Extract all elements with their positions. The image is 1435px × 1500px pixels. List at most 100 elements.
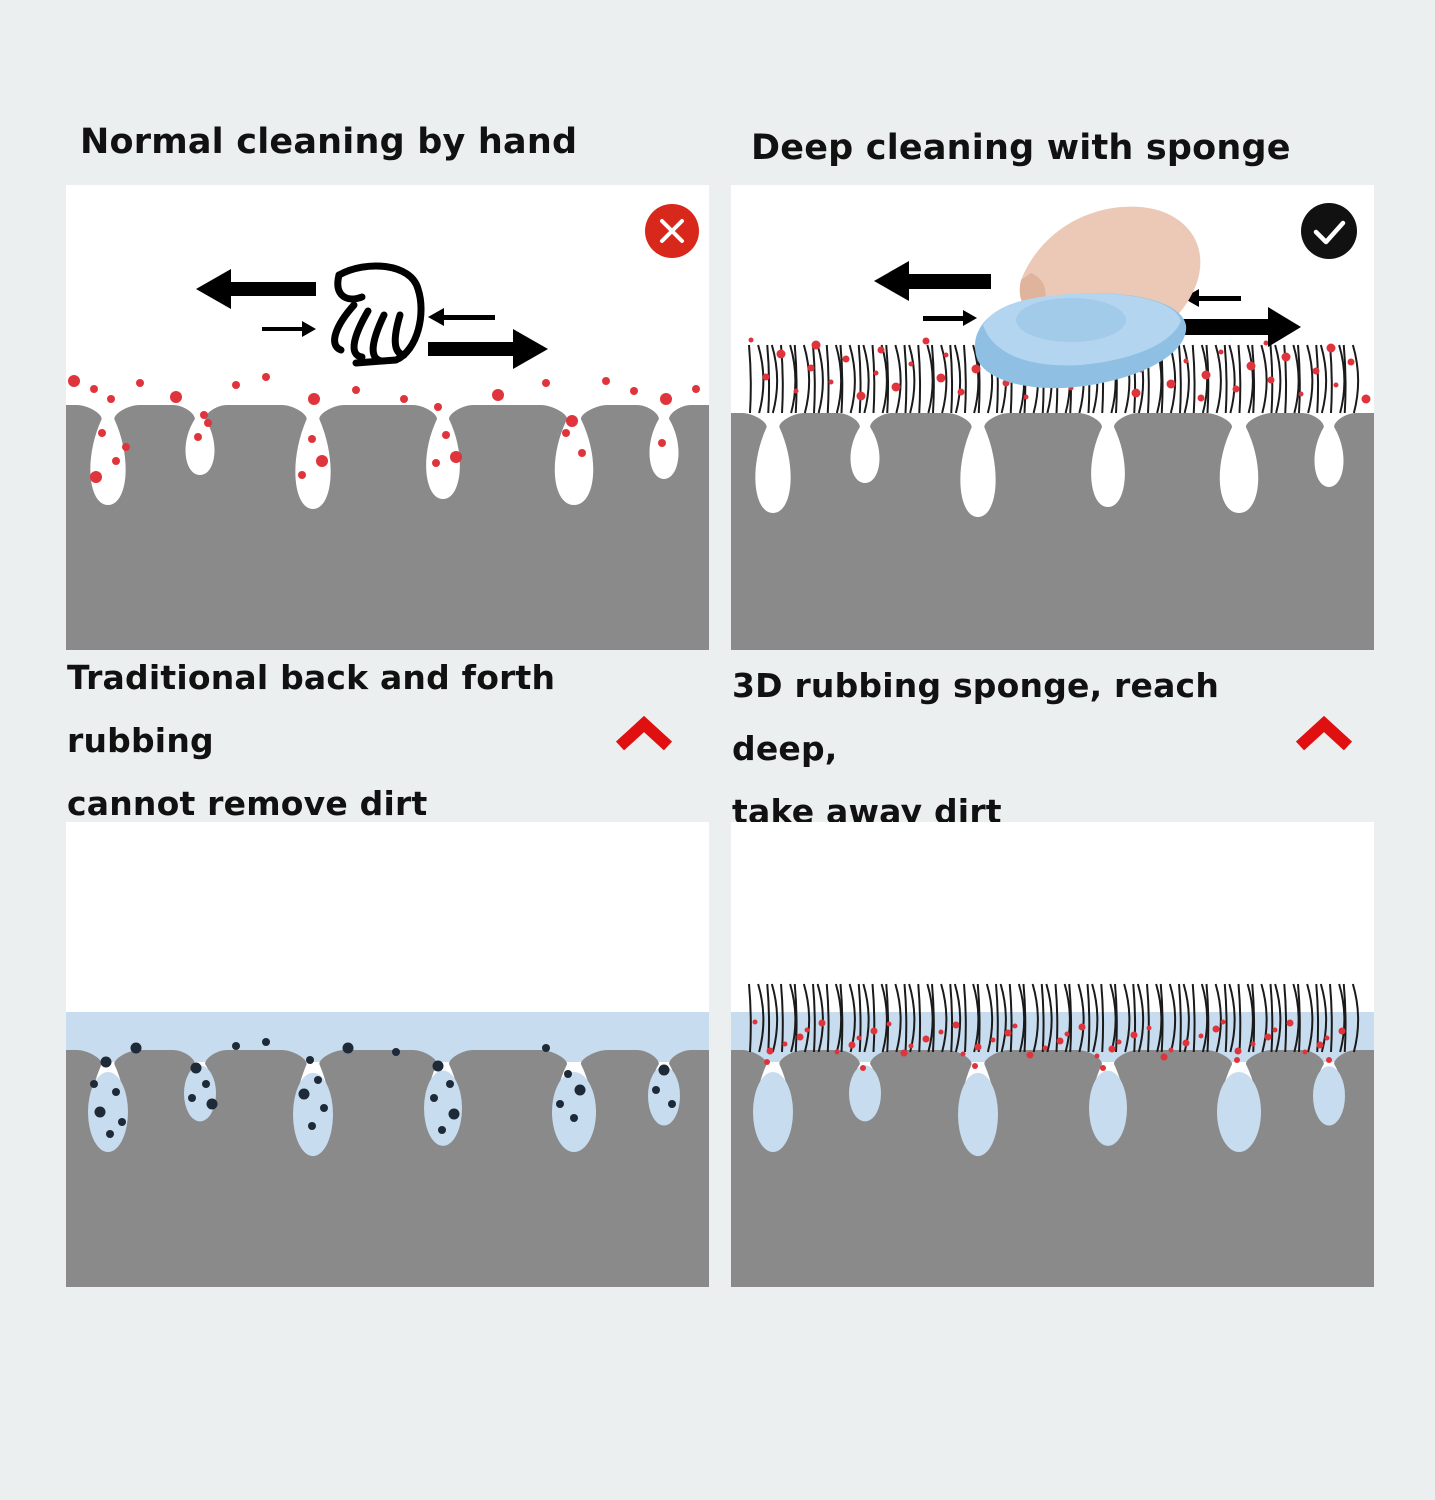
chevron-up-icon: [616, 716, 672, 751]
dirt-particle: [188, 1094, 196, 1102]
bristle: [963, 983, 967, 1053]
left-heading: Normal cleaning by hand: [80, 122, 578, 162]
dirt-particle: [660, 393, 672, 405]
dirt-particle: [1100, 1065, 1106, 1071]
hand-cleaning-panel: [66, 185, 709, 650]
dirt-particle: [776, 349, 786, 359]
dirt-particle: [574, 1084, 586, 1096]
dirt-particle: [320, 1104, 328, 1112]
dirt-particle: [943, 352, 949, 358]
bristle: [917, 983, 922, 1053]
bristle: [1077, 983, 1085, 1053]
dirt-particle: [1130, 1031, 1138, 1039]
bristle: [985, 983, 994, 1053]
bristle: [812, 983, 816, 1053]
dirt-particle: [748, 337, 754, 343]
bristle: [1297, 983, 1301, 1053]
bristle: [995, 983, 999, 1053]
dirt-particle: [1220, 1019, 1226, 1025]
bristle: [894, 344, 902, 414]
bristle: [1191, 983, 1196, 1053]
dirt-particle: [204, 419, 212, 427]
dirt-particle: [891, 382, 901, 392]
hand-cleaning-illustration: [66, 204, 709, 650]
dirt-particle: [578, 449, 586, 457]
bristle: [1297, 344, 1301, 414]
dirt-particle: [1338, 1027, 1346, 1035]
dirt-particle: [392, 1048, 400, 1056]
bristle: [1260, 344, 1268, 414]
dirt-particle: [450, 451, 462, 463]
dirt-particle: [432, 459, 440, 467]
dirt-particle: [232, 381, 240, 389]
dirt-particle: [1272, 1027, 1278, 1033]
dirt-particle: [1218, 349, 1224, 355]
bristle: [1237, 344, 1242, 414]
bristle: [1351, 983, 1360, 1053]
dirt-particle: [130, 1042, 142, 1054]
bristle: [903, 983, 908, 1053]
dirt-particle: [1078, 1023, 1086, 1031]
bristle: [871, 983, 876, 1053]
dirt-remaining-illustration: [66, 1012, 709, 1287]
bristle: [1269, 983, 1274, 1053]
pored-surface: [731, 1050, 1374, 1287]
dirt-particle: [1168, 1047, 1174, 1053]
bristle: [1205, 983, 1210, 1053]
dirt-particle: [692, 385, 700, 393]
dirt-particle: [936, 373, 946, 383]
bristle: [1306, 344, 1314, 414]
sponge-cleaning-panel: [731, 185, 1374, 650]
dirt-particle: [1004, 1029, 1012, 1037]
bristle: [885, 344, 890, 414]
dirt-particle: [1146, 1025, 1152, 1031]
bristle: [926, 344, 934, 414]
dirt-particle: [202, 1080, 210, 1088]
dirt-particle: [972, 1063, 978, 1069]
bristle: [880, 983, 888, 1053]
bristle: [1292, 344, 1300, 414]
dirt-particle: [90, 1080, 98, 1088]
dirt-particle: [68, 375, 80, 387]
bristle: [839, 983, 844, 1053]
sponge-cleaning-illustration: [731, 203, 1374, 650]
pore-water: [648, 1066, 680, 1126]
bristle: [1054, 983, 1059, 1053]
dirt-particle: [1347, 358, 1355, 366]
dirt-particle: [752, 1019, 758, 1025]
bristle: [1114, 983, 1118, 1053]
hand-icon: [331, 262, 425, 367]
dirt-particle: [1056, 1037, 1064, 1045]
dirt-particle: [873, 370, 879, 376]
dirt-particle: [316, 455, 328, 467]
pore-water: [958, 1072, 998, 1157]
dirt-particle: [652, 1086, 660, 1094]
right-caption-line1: 3D rubbing sponge, reach deep,: [732, 666, 1220, 768]
dirt-particle: [886, 1021, 892, 1027]
bristle: [793, 344, 798, 414]
dirt-particle: [170, 391, 182, 403]
bristle: [1274, 344, 1282, 414]
bristle: [802, 344, 811, 414]
bristle: [1086, 983, 1091, 1053]
dirt-particle: [766, 1047, 774, 1055]
dirt-particle: [922, 337, 930, 345]
dirt-particle: [492, 389, 504, 401]
bristle: [1329, 983, 1333, 1053]
dirt-particle: [442, 431, 450, 439]
right-heading: Deep cleaning with sponge: [751, 128, 1291, 168]
dirt-particle: [952, 1021, 960, 1029]
dirt-particle: [811, 340, 821, 350]
bristle: [1274, 983, 1282, 1053]
bristle: [1214, 983, 1222, 1053]
bristle: [1214, 344, 1222, 414]
dirt-particle: [308, 435, 316, 443]
dirt-particle: [1094, 1053, 1100, 1059]
dirt-particle: [834, 1049, 840, 1055]
bristle: [825, 344, 830, 414]
bristle: [953, 344, 962, 414]
pored-surface: [731, 413, 1374, 650]
bristle: [1168, 983, 1177, 1053]
dirt-particle: [782, 1041, 788, 1047]
dirt-particle: [262, 1038, 270, 1046]
